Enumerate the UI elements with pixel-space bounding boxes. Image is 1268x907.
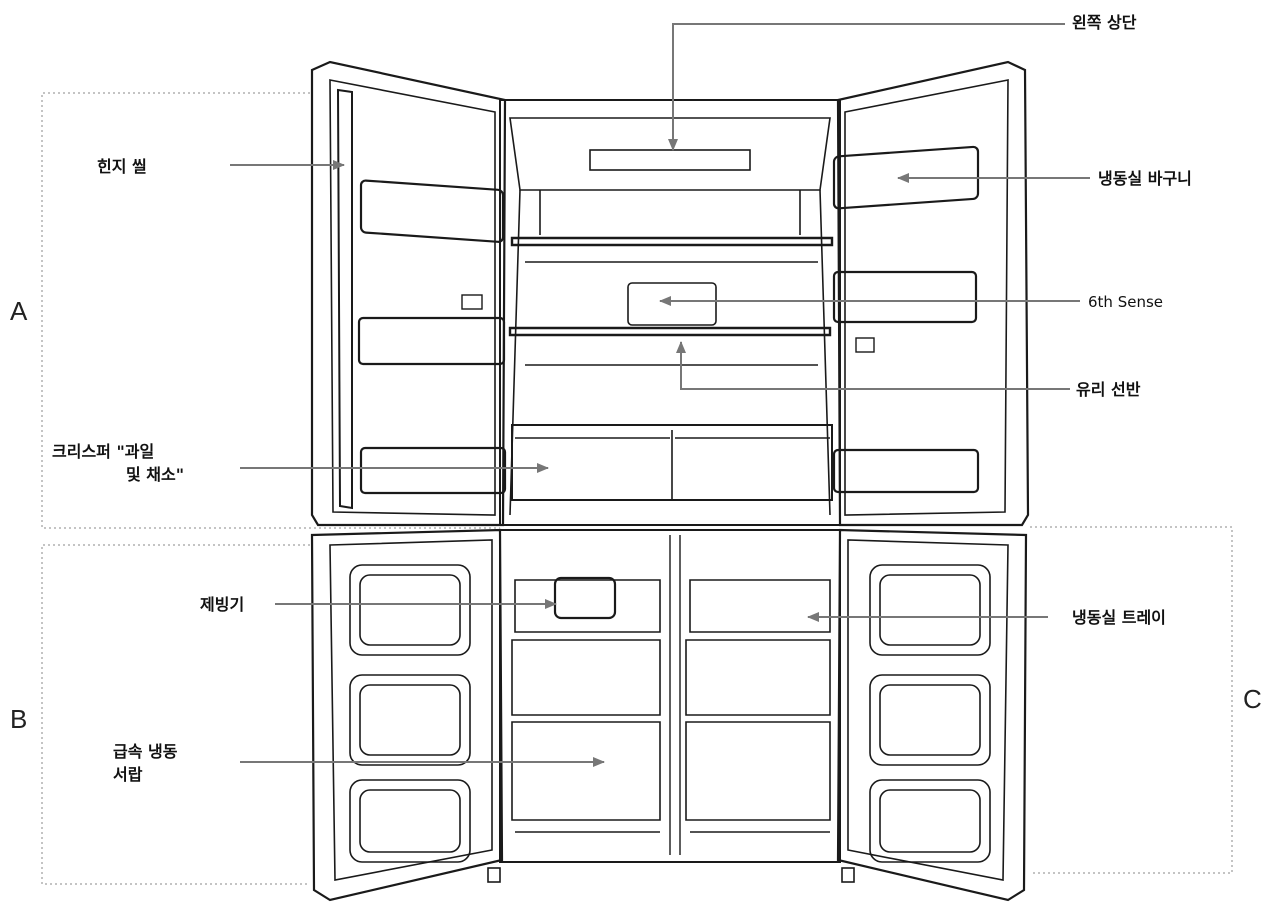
lower-left-door [310,528,504,902]
ice-maker-box [514,579,661,633]
crisper-drawers [511,424,833,501]
label-sensor: 6th Sense [1088,293,1163,311]
zone-a-box [41,92,500,529]
label-quick-freeze-line2: 서랍 [113,765,143,784]
upper-right-door [836,60,1030,527]
zone-c-label: C [1243,684,1262,714]
zone-c-box [1030,526,1233,874]
label-top-left: 왼쪽 상단 [1072,13,1137,32]
glass-shelf-1 [510,236,834,247]
label-glass-shelf: 유리 선반 [1076,380,1141,399]
label-freezer-tray: 냉동실 트레이 [1072,608,1166,627]
upper-left-door [310,60,507,527]
label-ice-maker: 제빙기 [200,595,245,614]
hinge-seal-strip [336,88,353,510]
label-crisper-line2: 및 채소" [126,465,185,484]
zone-b-label: B [10,704,28,734]
sensor-panel [627,282,717,326]
fridge-cabinet [499,99,841,526]
arrow-glass-shelf [676,341,1070,390]
arrow-top-left [668,23,1065,151]
label-freezer-basket: 냉동실 바구니 [1098,169,1192,188]
quick-freeze-drawer [511,721,661,821]
freezer-tray-box [689,579,831,633]
glass-shelf-2 [508,326,832,337]
label-hinge-seal: 힌지 씰 [97,157,147,176]
lower-right-door [836,528,1028,902]
label-crisper-line1: 크리스퍼 "과일 [52,442,155,461]
refrigerator-body [310,60,1030,902]
zone-boxes [41,92,1233,885]
zone-b-box [41,544,310,885]
freezer-cabinet [499,529,841,863]
zone-a-label: A [10,296,28,326]
callout-arrows [230,23,1090,767]
label-quick-freeze-line1: 급속 냉동 [113,742,178,761]
